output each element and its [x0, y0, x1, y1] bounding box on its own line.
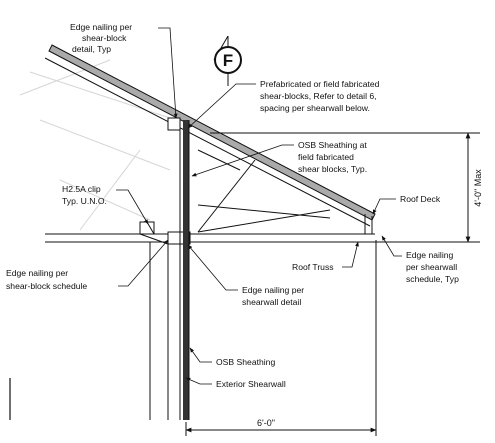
label-h25a-clip: H2.5A clip Typ. U.N.O.	[62, 184, 107, 206]
label-roof-deck: Roof Deck	[400, 194, 441, 204]
svg-text:Prefabricated or field fabrica: Prefabricated or field fabricated	[260, 79, 380, 89]
svg-text:spacing per shearwall below.: spacing per shearwall below.	[260, 103, 370, 113]
svg-text:Exterior Shearwall: Exterior Shearwall	[216, 379, 286, 389]
svg-text:shear-block: shear-block	[82, 33, 127, 43]
svg-text:OSB Sheathing: OSB Sheathing	[216, 357, 275, 367]
svg-text:Roof Deck: Roof Deck	[400, 194, 441, 204]
svg-text:Edge nailing per: Edge nailing per	[70, 22, 132, 32]
svg-text:Roof Truss: Roof Truss	[292, 262, 334, 272]
svg-text:Edge nailing per: Edge nailing per	[242, 285, 304, 295]
svg-text:Typ. U.N.O.: Typ. U.N.O.	[62, 196, 107, 206]
label-osb-sheathing: OSB Sheathing	[216, 357, 275, 367]
dimension-horizontal	[185, 240, 377, 436]
svg-text:Edge nailing per: Edge nailing per	[6, 268, 68, 278]
leader-lines	[116, 27, 402, 385]
svg-text:H2.5A clip: H2.5A clip	[62, 184, 101, 194]
label-prefab-shear-blocks: Prefabricated or field fabricated shear-…	[260, 79, 380, 113]
label-edge-nailing-shear-block-detail: Edge nailing per shear-block detail, Typ	[70, 22, 132, 54]
svg-text:detail, Typ: detail, Typ	[72, 44, 111, 54]
label-edge-nailing-shearwall-detail: Edge nailing per shearwall detail	[242, 285, 304, 307]
dimension-vertical	[210, 132, 480, 243]
svg-text:shear blocks, Typ.: shear blocks, Typ.	[298, 164, 367, 174]
svg-text:shear-blocks, Refer to detail: shear-blocks, Refer to detail 6,	[260, 91, 377, 101]
dimension-horizontal-label: 6'-0"	[257, 418, 275, 428]
roof-truss	[44, 57, 375, 243]
svg-text:Edge nailing: Edge nailing	[406, 250, 454, 260]
label-exterior-shearwall: Exterior Shearwall	[216, 379, 286, 389]
shear-block	[139, 117, 191, 245]
dimension-vertical-label: 4'-0" Max	[473, 169, 483, 207]
svg-text:shear-block schedule: shear-block schedule	[6, 281, 87, 291]
label-roof-truss: Roof Truss	[292, 262, 334, 272]
svg-text:field fabricated: field fabricated	[298, 152, 354, 162]
svg-text:per shearwall: per shearwall	[406, 262, 457, 272]
svg-text:shearwall detail: shearwall detail	[242, 297, 301, 307]
svg-text:schedule, Typ: schedule, Typ	[406, 274, 459, 284]
section-marker-letter: F	[223, 51, 233, 70]
label-osb-sheathing-field: OSB Sheathing at field fabricated shear …	[298, 140, 367, 174]
label-edge-nailing-shear-block-schedule: Edge nailing per shear-block schedule	[6, 268, 87, 291]
label-edge-nailing-shearwall-schedule: Edge nailing per shearwall schedule, Typ	[406, 250, 459, 284]
exterior-shearwall	[9, 118, 190, 420]
svg-text:OSB Sheathing at: OSB Sheathing at	[298, 140, 367, 150]
section-marker: F	[213, 35, 242, 86]
